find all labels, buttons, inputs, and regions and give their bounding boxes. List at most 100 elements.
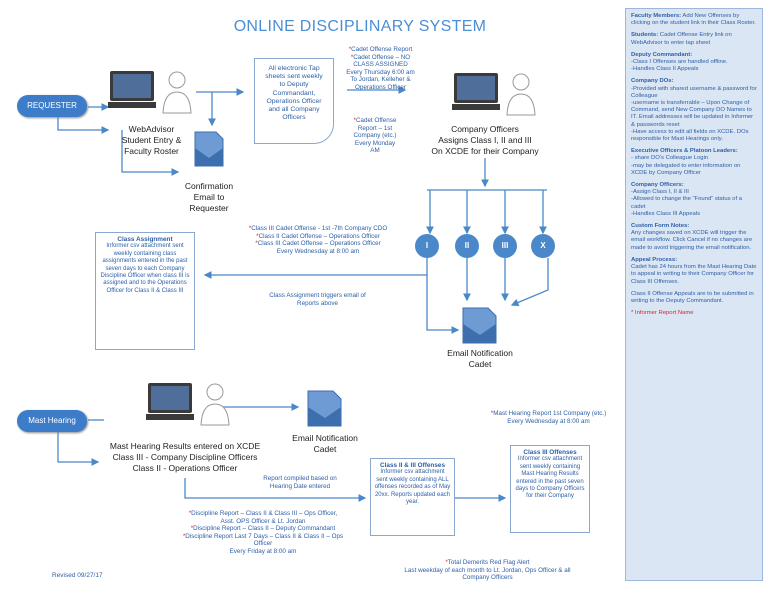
demerits-line-2: Last weekday of each month to Lt. Jordan…	[404, 566, 571, 574]
sb-appeal: Appeal Process:Cadet has 24 hours from t…	[631, 257, 757, 286]
sb-co-l1: -Assign Class I, II & III	[631, 189, 689, 196]
tap-line-1: All electronic Tap	[268, 65, 320, 72]
class-assignment-body: Informer csv attachment sent weekly cont…	[100, 243, 190, 294]
discipline-line-1-text: Discipline Report – Class II & Class III…	[191, 510, 338, 517]
class-offenses-heading: Class II & III Offenses	[380, 462, 445, 469]
email-notification-icon-2	[307, 390, 342, 427]
class-assignment-heading: Class Assignment	[117, 236, 173, 243]
webadvisor-line-3: Faculty Roster	[124, 146, 179, 156]
sb-appeal-t: Cadet has 24 hours from the Mast Hearing…	[631, 264, 757, 285]
company-officers-line-1: Company Officers	[451, 124, 519, 134]
mast-report-line-1: *Mast Hearing Report 1st Company (etc.)	[490, 410, 607, 417]
class-ii-circle: II	[455, 234, 479, 258]
report-1-line-2-text: Cadet Offense – NO	[353, 53, 411, 61]
sb-exec: Executive Officers & Platoon Leaders:- s…	[631, 148, 757, 177]
sb-co-l3: -Handles Class III Appeals	[631, 210, 701, 217]
report-1-line-3: CLASS ASSIGNED	[353, 61, 408, 69]
report-compiled-line-1: Report compiled based on	[263, 475, 337, 482]
class-notes: *Class III Cadet Offense - 1st -7th Comp…	[218, 225, 418, 255]
sb-deputy-h: Deputy Commandant:	[631, 51, 693, 58]
class-offenses-box: Class II & III Offenses Informer csv att…	[370, 458, 455, 536]
sb-exec-l1: - share DO’s Colleague Login	[631, 155, 709, 162]
sb-dos-h: Company DOs:	[631, 78, 674, 85]
sb-students: Students: Cadet Offense Entry link on We…	[631, 32, 757, 46]
mast-hearing-badge: Mast Hearing	[17, 410, 87, 432]
sb-faculty-h: Faculty Members:	[631, 13, 682, 19]
discipline-reports-note: *Discipline Report – Class II & Class II…	[168, 510, 358, 556]
class3-offenses-body: Informer csv attachment sent weekly cont…	[515, 456, 585, 500]
class3-offenses-box: Class III Offenses Informer csv attachme…	[510, 445, 590, 533]
mast-results-line-1: Mast Hearing Results entered on XCDE	[109, 441, 261, 451]
sb-appeal-h: Appeal Process:	[631, 256, 678, 263]
class-note-line-4: Every Wednesday at 8:00 am	[276, 247, 360, 255]
report-1-line-1: *Cadet Offense Report	[348, 46, 413, 53]
confirmation-line-2: Email to	[193, 192, 225, 202]
info-sidebar: Faculty Members: Add New Offenses by cli…	[625, 8, 763, 581]
email-cadet-2-line-1: Email Notification	[292, 433, 358, 443]
report-2-line-2: Report – 1st	[357, 124, 393, 132]
company-officers-line-2: Assigns Class I, II and III	[438, 135, 532, 145]
confirmation-line-1: Confirmation	[184, 181, 234, 191]
discipline-line-3-text: Discipline Report – Class II – Deputy Co…	[193, 525, 336, 533]
tap-line-6: and all Company	[268, 106, 320, 114]
class-note-line-1: *Class III Cadet Offense - 1st -7th Comp…	[248, 225, 388, 232]
sb-co-l2: -Allowed to change the “Found” status of…	[631, 196, 743, 210]
company-officer-computer-icon	[452, 73, 536, 116]
report-1-line-1-text: Cadet Offense Report	[351, 46, 413, 53]
tap-line-3: to Deputy	[279, 81, 309, 89]
report-notes-2: *Cadet Offense Report – 1st Company (etc…	[345, 117, 405, 155]
company-officers-label: Company Officers Assigns Class I, II and…	[420, 124, 550, 157]
report-2-line-1: *Cadet Offense	[353, 117, 397, 124]
confirmation-line-3: Requester	[189, 203, 229, 213]
webadvisor-line-1: WebAdvisor	[128, 124, 175, 134]
revised-date: Revised 09/27/17	[52, 572, 103, 579]
sb-custom: Custom Form Notes:Any changes saved on X…	[631, 223, 757, 252]
discipline-line-4: *Discipline Report Last 7 Days – Class I…	[182, 532, 344, 540]
report-notes-1: *Cadet Offense Report *Cadet Offense – N…	[338, 46, 423, 92]
company-officers-line-3: On XCDE for their Company	[431, 146, 539, 156]
email-cadet-2-line-2: Cadet	[313, 444, 337, 454]
report-1-line-2: *Cadet Offense – NO	[350, 53, 411, 61]
tap-line-4: Commandant,	[272, 89, 316, 97]
webadvisor-line-2: Student Entry &	[121, 135, 182, 145]
discipline-line-1: *Discipline Report – Class II & Class II…	[188, 510, 338, 517]
email-notification-icon	[462, 307, 497, 344]
report-2-line-3: Company (etc.)	[353, 132, 397, 140]
sb-exec-h: Executive Officers & Platoon Leaders:	[631, 148, 738, 155]
sb-exec-l2: -may be delegated to enter information o…	[631, 162, 741, 176]
requester-badge: REQUESTER	[17, 95, 87, 117]
sb-faculty: Faculty Members: Add New Offenses by cli…	[631, 13, 757, 27]
class-i-circle: I	[415, 234, 439, 258]
class-x-circle: X	[531, 234, 555, 258]
discipline-line-4-text: Discipline Report Last 7 Days – Class II…	[185, 532, 344, 540]
sb-class2-t: Class II Offense Appeals are to be submi…	[631, 290, 754, 304]
sb-students-h: Students:	[631, 32, 659, 39]
mast-results-label: Mast Hearing Results entered on XCDE Cla…	[100, 441, 270, 474]
trigger-note: Class Assignment triggers email of Repor…	[255, 292, 380, 307]
demerits-line-1-text: Total Demerits Red Flag Alert	[447, 559, 530, 566]
class-assignment-box: Class Assignment Informer csv attachment…	[95, 232, 195, 350]
tap-line-2: sheets sent weekly	[265, 73, 323, 81]
email-cadet-1-line-1: Email Notification	[447, 348, 513, 358]
report-2-line-4: Every Monday	[354, 139, 396, 147]
trigger-line-2: Reports above	[297, 299, 338, 307]
sb-faculty-t: Add New Offenses by clicking on the stud…	[631, 13, 756, 27]
sb-company-officers: Company Officers:-Assign Class I, II & I…	[631, 182, 757, 218]
report-2-line-1-text: Cadet Offense	[355, 117, 397, 124]
report-2-line-5: AM	[370, 147, 380, 155]
class-offenses-body: Informer csv attachment sent weekly cont…	[374, 469, 451, 506]
sb-company-dos: Company DOs:-Provided with shared userna…	[631, 78, 757, 143]
sb-custom-h: Custom Form Notes:	[631, 223, 690, 230]
mast-results-line-2: Class III - Company Discipline Officers	[112, 452, 258, 462]
report-compiled-line-2: Hearing Date entered	[269, 482, 331, 490]
sb-co-h: Company Officers:	[631, 182, 684, 189]
trigger-line-1: Class Assignment triggers email of	[269, 292, 366, 299]
mast-computer-icon	[146, 383, 230, 426]
tap-line-5: Operations Officer	[266, 97, 322, 105]
sb-deputy: Deputy Commandant:-Class I Offenses are …	[631, 52, 757, 74]
sb-students-t: Cadet Offense Entry link on WebAdvisor t…	[631, 32, 732, 46]
confirmation-label: Confirmation Email to Requester	[174, 181, 244, 214]
discipline-line-6: Every Friday at 8:00 am	[229, 547, 297, 555]
mast-report-line-1-text: Mast Hearing Report 1st Company (etc.)	[493, 410, 607, 417]
